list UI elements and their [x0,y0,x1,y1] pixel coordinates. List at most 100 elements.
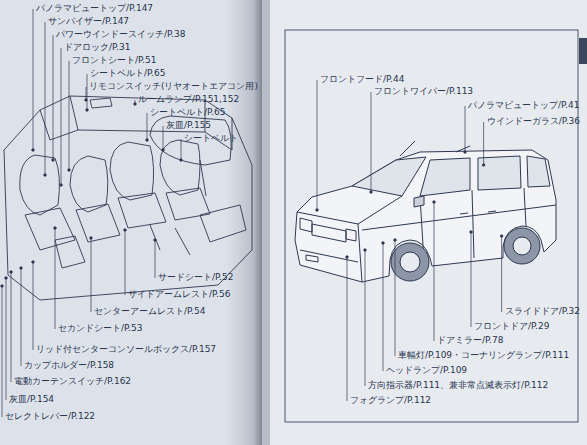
leader-dot [470,231,473,234]
leader-line [181,139,182,160]
leader-line [21,268,22,366]
part-label: 灰皿/P.154 [9,394,54,405]
part-label: 方向指示器/P.111、兼非常点滅表示灯/P.112 [368,380,548,391]
leader-line [147,113,148,140]
leader-line [365,250,366,386]
leader-line [11,272,12,382]
part-label: セカンドシート/P.53 [58,323,142,334]
van-drawing [295,141,556,282]
part-label: 灰皿/P.155 [166,120,211,131]
part-label: リモコンスイッチ(リヤオートエアコン用) [89,81,258,92]
leader-line [163,126,164,150]
leader-dot [20,267,23,270]
part-label: ドアミラー/P.78 [437,335,503,346]
leader-dot [154,239,157,242]
leader-line [465,106,466,152]
leader-line [33,9,34,150]
left-page [0,0,262,445]
leader-line [155,240,156,278]
leader-dot [316,209,319,212]
leader-line [434,202,435,341]
leader-dot [60,184,63,187]
leader-line [125,230,126,295]
part-label: センターアームレスト/P.54 [94,306,205,317]
part-label: フォグランプ/P.112 [350,395,431,406]
leader-dot [10,271,13,274]
part-label: パノラマビュートップ/P.147 [36,3,153,14]
leader-dot [54,227,57,230]
leader-dot [86,109,89,112]
leader-line [395,240,396,356]
leader-dot [90,237,93,240]
leader-line [317,80,318,210]
part-label: ルームランプ/P.151,152 [138,94,239,105]
leader-dot [68,169,71,172]
part-label: フロントシート/P.51 [72,55,156,66]
leader-line [33,262,34,350]
part-label: パワーウインドースイッチ/P.38 [56,29,185,40]
part-label: パノラマビュートップ/P.41 [468,100,579,111]
leader-line [87,74,88,110]
gutter-shade [225,0,265,445]
part-label: フロントドア/P.29 [474,321,549,332]
leader-dot [146,139,149,142]
leader-dot [180,159,183,162]
part-label: サイドアームレスト/P.56 [128,289,230,300]
leader-line [55,228,56,329]
leader-dot [1,285,4,288]
leader-line [483,122,484,165]
part-label: リッド付センターコンソールボックス/P.157 [36,344,216,355]
leader-dot [85,99,88,102]
part-label: ヘッドランプ/P.109 [386,365,467,376]
leader-line [501,236,502,312]
leader-line [85,87,86,100]
leader-dot [5,277,8,280]
leader-line [347,257,348,401]
leader-dot [433,201,436,204]
part-label: 電動カーテンスイッチ/P.162 [14,376,131,387]
leader-dot [364,249,367,252]
part-label: シートベルト/P.65 [90,68,165,79]
leader-dot [124,229,127,232]
leader-dot [162,149,165,152]
right-page [262,0,587,445]
leader-line [61,48,62,185]
gutter-shade [262,0,270,445]
leader-dot [346,256,349,259]
interior-drawing [4,96,252,300]
leader-line [471,232,472,327]
leader-line [371,92,372,192]
part-label: 車幅灯/P.109・コーナリングランプ/P.111 [398,350,569,361]
leader-line [383,243,384,371]
part-label: セレクトレバー/P.122 [5,411,95,422]
leader-dot [370,191,373,194]
leader-dot [32,149,35,152]
part-label: シートベルト [184,133,238,144]
part-label: カップホルダー/P.158 [24,360,114,371]
leader-dot [382,242,385,245]
leader-dot [482,164,485,167]
leader-line [45,22,46,175]
part-label: サンバイザー/P.147 [48,16,129,27]
page-frame [285,30,578,422]
part-label: フロントワイパー/P.113 [374,86,473,97]
leader-dot [134,103,137,106]
index-tab [579,38,587,64]
part-label: シートベルト/P.65 [150,107,225,118]
part-label: スライドドア/P.32 [505,306,580,317]
leader-dot [52,159,55,162]
part-label: ドアロック/P.31 [64,42,130,53]
part-label: フロントフード/P.44 [320,74,404,85]
leader-line [91,238,92,312]
leader-dot [394,239,397,242]
leader-line [6,278,7,400]
leader-dot [32,261,35,264]
part-label: サードシート/P.52 [158,272,233,283]
part-label: ウインドーガラス/P.36 [487,116,580,127]
leader-line [2,286,3,417]
leader-dot [500,235,503,238]
leader-line [53,35,54,160]
leader-dot [44,174,47,177]
leader-line [69,61,70,170]
